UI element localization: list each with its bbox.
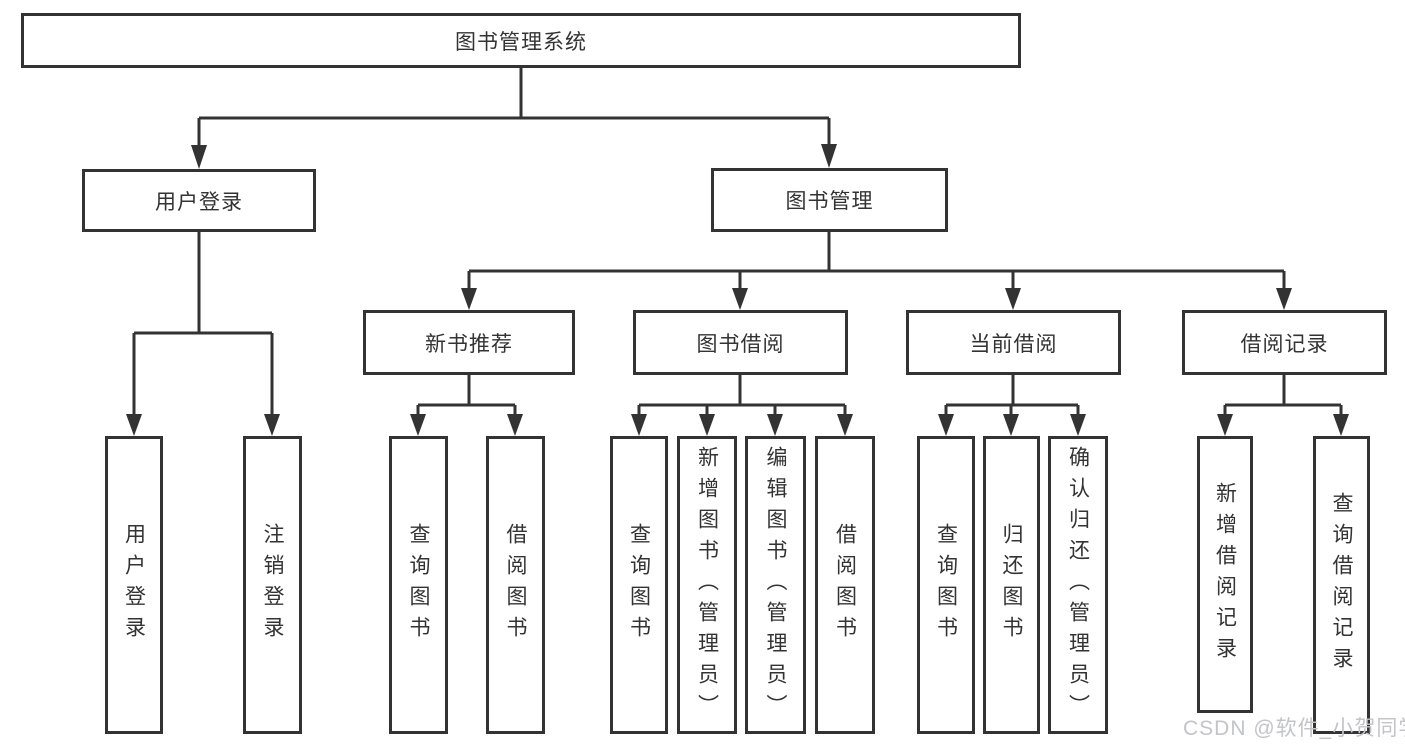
leaf-borrow-books-2: 借阅图书 xyxy=(815,436,875,734)
leaf-add-book-admin: 新增图书（管理员） xyxy=(677,436,737,734)
node-root: 图书管理系统 xyxy=(21,13,1021,68)
leaf-edit-book-admin-label: 编辑图书（管理员） xyxy=(764,445,788,725)
node-user-login: 用户登录 xyxy=(82,169,316,232)
leaf-add-book-admin-label: 新增图书（管理员） xyxy=(695,445,719,725)
node-current-borrowing: 当前借阅 xyxy=(906,310,1121,375)
connector-userlogin-branch xyxy=(132,232,274,416)
leaf-user-login: 用户登录 xyxy=(105,436,163,734)
leaf-query-borrow-record-label: 查询借阅记录 xyxy=(1330,492,1354,678)
leaf-logout-label: 注销登录 xyxy=(261,523,285,647)
leaf-return-books-label: 归还图书 xyxy=(1000,523,1024,647)
leaf-user-login-label: 用户登录 xyxy=(122,523,146,647)
leaf-query-books-1: 查询图书 xyxy=(389,436,448,734)
node-root-label: 图书管理系统 xyxy=(455,30,587,54)
leaf-query-books-3: 查询图书 xyxy=(917,436,975,734)
node-borrowing-records-label: 借阅记录 xyxy=(1240,332,1329,356)
leaf-query-books-2: 查询图书 xyxy=(610,436,668,734)
leaf-borrow-books-1: 借阅图书 xyxy=(486,436,545,734)
connector-bookmgmt-branch xyxy=(467,232,1286,290)
node-current-borrowing-label: 当前借阅 xyxy=(969,332,1058,356)
leaf-query-books-3-label: 查询图书 xyxy=(934,523,958,647)
node-user-login-label: 用户登录 xyxy=(155,190,243,214)
node-new-books: 新书推荐 xyxy=(363,310,575,375)
leaf-edit-book-admin: 编辑图书（管理员） xyxy=(745,436,806,734)
leaf-confirm-return-admin: 确认归还（管理员） xyxy=(1048,436,1108,734)
leaf-query-books-2-label: 查询图书 xyxy=(627,523,651,647)
leaf-borrow-books-2-label: 借阅图书 xyxy=(833,523,857,647)
connector-root-to-level2 xyxy=(197,68,831,147)
leaf-add-borrow-record: 新增借阅记录 xyxy=(1197,436,1253,713)
leaf-return-books: 归还图书 xyxy=(983,436,1040,734)
node-book-borrowing-label: 图书借阅 xyxy=(696,332,785,356)
connector-current-branch xyxy=(944,375,1080,416)
csdn-watermark: CSDN @软件_小贺同学 xyxy=(1183,717,1405,740)
connector-newbooks-branch xyxy=(416,375,517,416)
node-book-borrowing: 图书借阅 xyxy=(633,310,848,375)
leaf-logout: 注销登录 xyxy=(243,436,302,734)
node-new-books-label: 新书推荐 xyxy=(425,332,513,356)
leaf-confirm-return-admin-label: 确认归还（管理员） xyxy=(1066,445,1090,725)
leaf-add-borrow-record-label: 新增借阅记录 xyxy=(1213,481,1237,668)
connector-records-branch xyxy=(1223,375,1343,416)
arrowheads xyxy=(126,144,1349,436)
node-borrowing-records: 借阅记录 xyxy=(1182,310,1387,375)
node-book-management: 图书管理 xyxy=(711,168,948,232)
connector-borrowing-branch xyxy=(637,375,847,416)
leaf-borrow-books-1-label: 借阅图书 xyxy=(504,523,528,647)
leaf-query-books-1-label: 查询图书 xyxy=(407,523,431,647)
leaf-query-borrow-record: 查询借阅记录 xyxy=(1313,436,1370,734)
node-book-management-label: 图书管理 xyxy=(785,190,874,213)
